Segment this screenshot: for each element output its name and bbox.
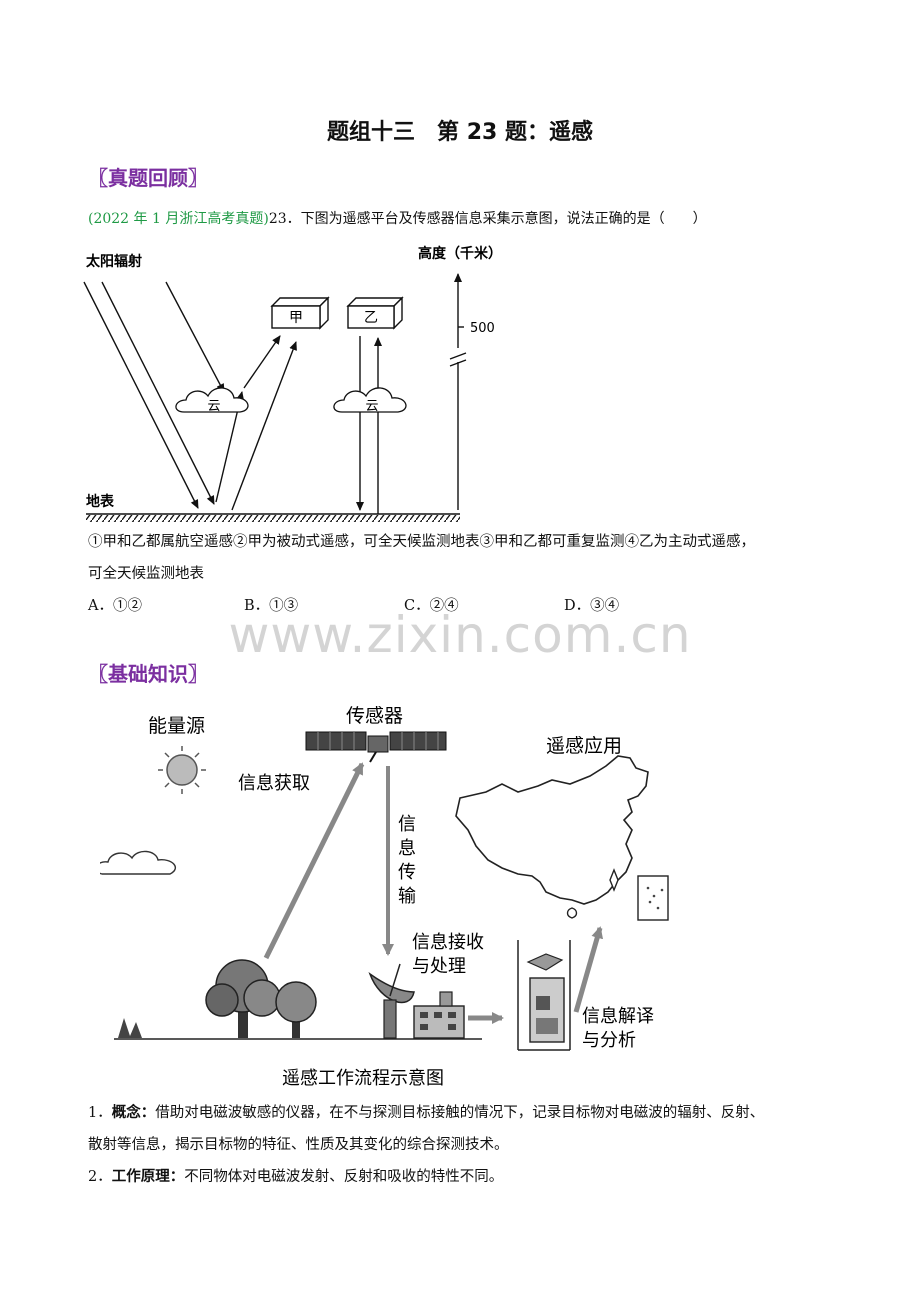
tick-label-500: 500 [470,321,495,336]
point-2-label: 工作原理： [111,1168,185,1185]
info-acquire-label: 信息获取 [238,773,310,794]
statements-line-2: 可全天候监测地表 [88,566,204,582]
ground-label: 地表 [86,493,115,510]
china-map-icon [455,755,669,921]
statements-line-1: ①甲和乙都属航空遥感②甲为被动式遥感，可全天候监测地表③甲和乙都可重复监测④乙为… [88,534,755,550]
receive-label-2: 与处理 [412,956,466,977]
height-axis-label: 高度（千米） [418,245,502,262]
ground-hatching [86,515,460,522]
cloud-icon [100,850,176,875]
figure-remote-sensing-workflow: 能量源 传感器 信息获取 信 息 传 输 [100,705,669,1089]
option-c[interactable]: C．②④ [404,598,459,614]
axis-break-1 [449,352,467,360]
interpret-label-2: 与分析 [582,1030,636,1051]
sun-ray-1 [83,281,199,509]
application-label: 遥感应用 [546,735,622,757]
interpret-arrow [573,926,604,1013]
reflect-ray-cloud-jia [243,335,281,389]
figure-caption: 遥感工作流程示意图 [282,1068,444,1089]
axis-break-2 [449,359,467,367]
point-1-line-1: 1．概念：借助对电磁波敏感的仪器，在不与探测目标接触的情况下，记录目标物对电磁波… [88,1098,848,1128]
transmit-label-1: 信 [398,814,416,835]
section-heading-review: 〖真题回顾〗 [88,166,208,190]
radar-dish-icon [368,963,415,1039]
building-icon [413,991,465,1039]
cloud-right [333,387,407,413]
point-1-number: 1． [88,1105,112,1121]
point-2-number: 2． [88,1169,112,1185]
cloud-label-right: 云 [365,399,378,414]
transmit-label-3: 传 [398,862,416,883]
sun-radiation-label: 太阳辐射 [86,253,142,270]
point-1-line-2: 散射等信息，揭示目标物的特征、性质及其变化的综合探测技术。 [88,1137,509,1153]
sun-ray-2 [101,281,215,505]
satellite-box-yi [346,296,404,330]
question-text: 23．下图为遥感平台及传感器信息采集示意图，说法正确的是（ ） [268,211,707,227]
trees-icon [118,959,317,1038]
receive-label-1: 信息接收 [412,932,484,953]
point-1-text: 借助对电磁波敏感的仪器，在不与探测目标接触的情况下，记录目标物对电磁波的辐射、反… [155,1105,765,1121]
cloud-left [175,387,249,413]
sun-icon [158,746,206,794]
figure-remote-sensing-platforms: 太阳辐射 高度（千米） 500 甲 乙 云 云 地表 [83,245,502,522]
point-2-line: 2．工作原理：不同物体对电磁波发射、反射和吸收的特性不同。 [88,1162,848,1192]
point-2-text: 不同物体对电磁波发射、反射和吸收的特性不同。 [184,1169,504,1185]
transmit-label-4: 输 [398,886,416,907]
satellite-box-jia [270,296,330,330]
interpret-label-1: 信息解译 [582,1006,654,1027]
energy-source-label: 能量源 [148,715,205,737]
option-b[interactable]: B．①③ [244,598,299,614]
reflect-ray-ground-jia [231,341,297,511]
section-heading-basics: 〖基础知识〗 [88,662,208,686]
satellite-icon [305,731,447,763]
option-a[interactable]: A．①② [88,598,142,614]
question-line: (2022 年 1 月浙江高考真题)23．下图为遥感平台及传感器信息采集示意图，… [88,208,707,228]
sun-ray-3 [165,281,225,393]
sensor-label: 传感器 [346,705,403,727]
question-source: (2022 年 1 月浙江高考真题) [88,211,269,227]
box-label-yi: 乙 [364,310,378,326]
point-1-label: 概念： [111,1104,156,1121]
option-d[interactable]: D．③④ [564,598,620,614]
page-title: 题组十三 第 23 题：遥感 [327,120,593,145]
watermark: www.zixin.com.cn [228,606,692,664]
cloud-label-left: 云 [207,399,220,414]
box-label-jia: 甲 [289,310,303,326]
transmit-label-2: 息 [398,838,416,859]
acquire-arrow [263,762,365,960]
computer-station-icon [517,940,571,1051]
